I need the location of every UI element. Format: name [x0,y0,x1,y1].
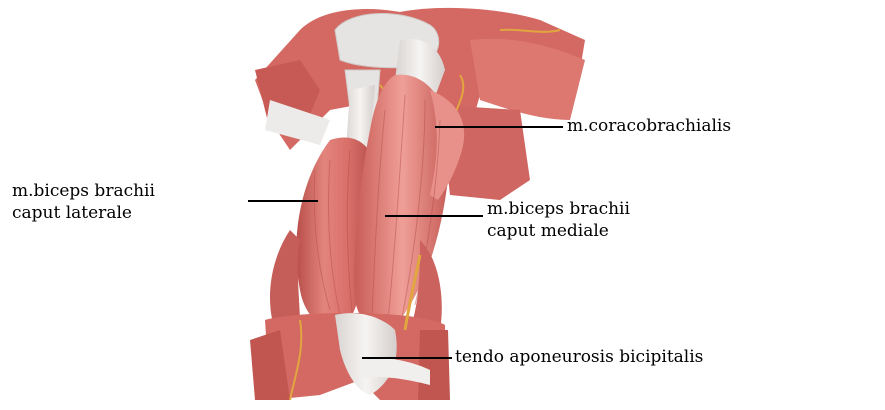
label-biceps-medial-line1: m.biceps brachii [487,198,630,220]
label-biceps-lateral-line1: m.biceps brachii [12,180,155,202]
label-tendo-aponeurosis: tendo aponeurosis bicipitalis [455,346,703,368]
leader-line-tendo [362,357,452,359]
leader-line-biceps-lateral [248,200,318,202]
leader-line-coracobrachialis [435,126,563,128]
label-biceps-lateral-line2: caput laterale [12,202,132,224]
label-biceps-medial-line2: caput mediale [487,220,609,242]
label-coracobrachialis: m.coracobrachialis [567,115,731,137]
brachialis [270,230,300,330]
leader-line-biceps-medial [385,215,483,217]
